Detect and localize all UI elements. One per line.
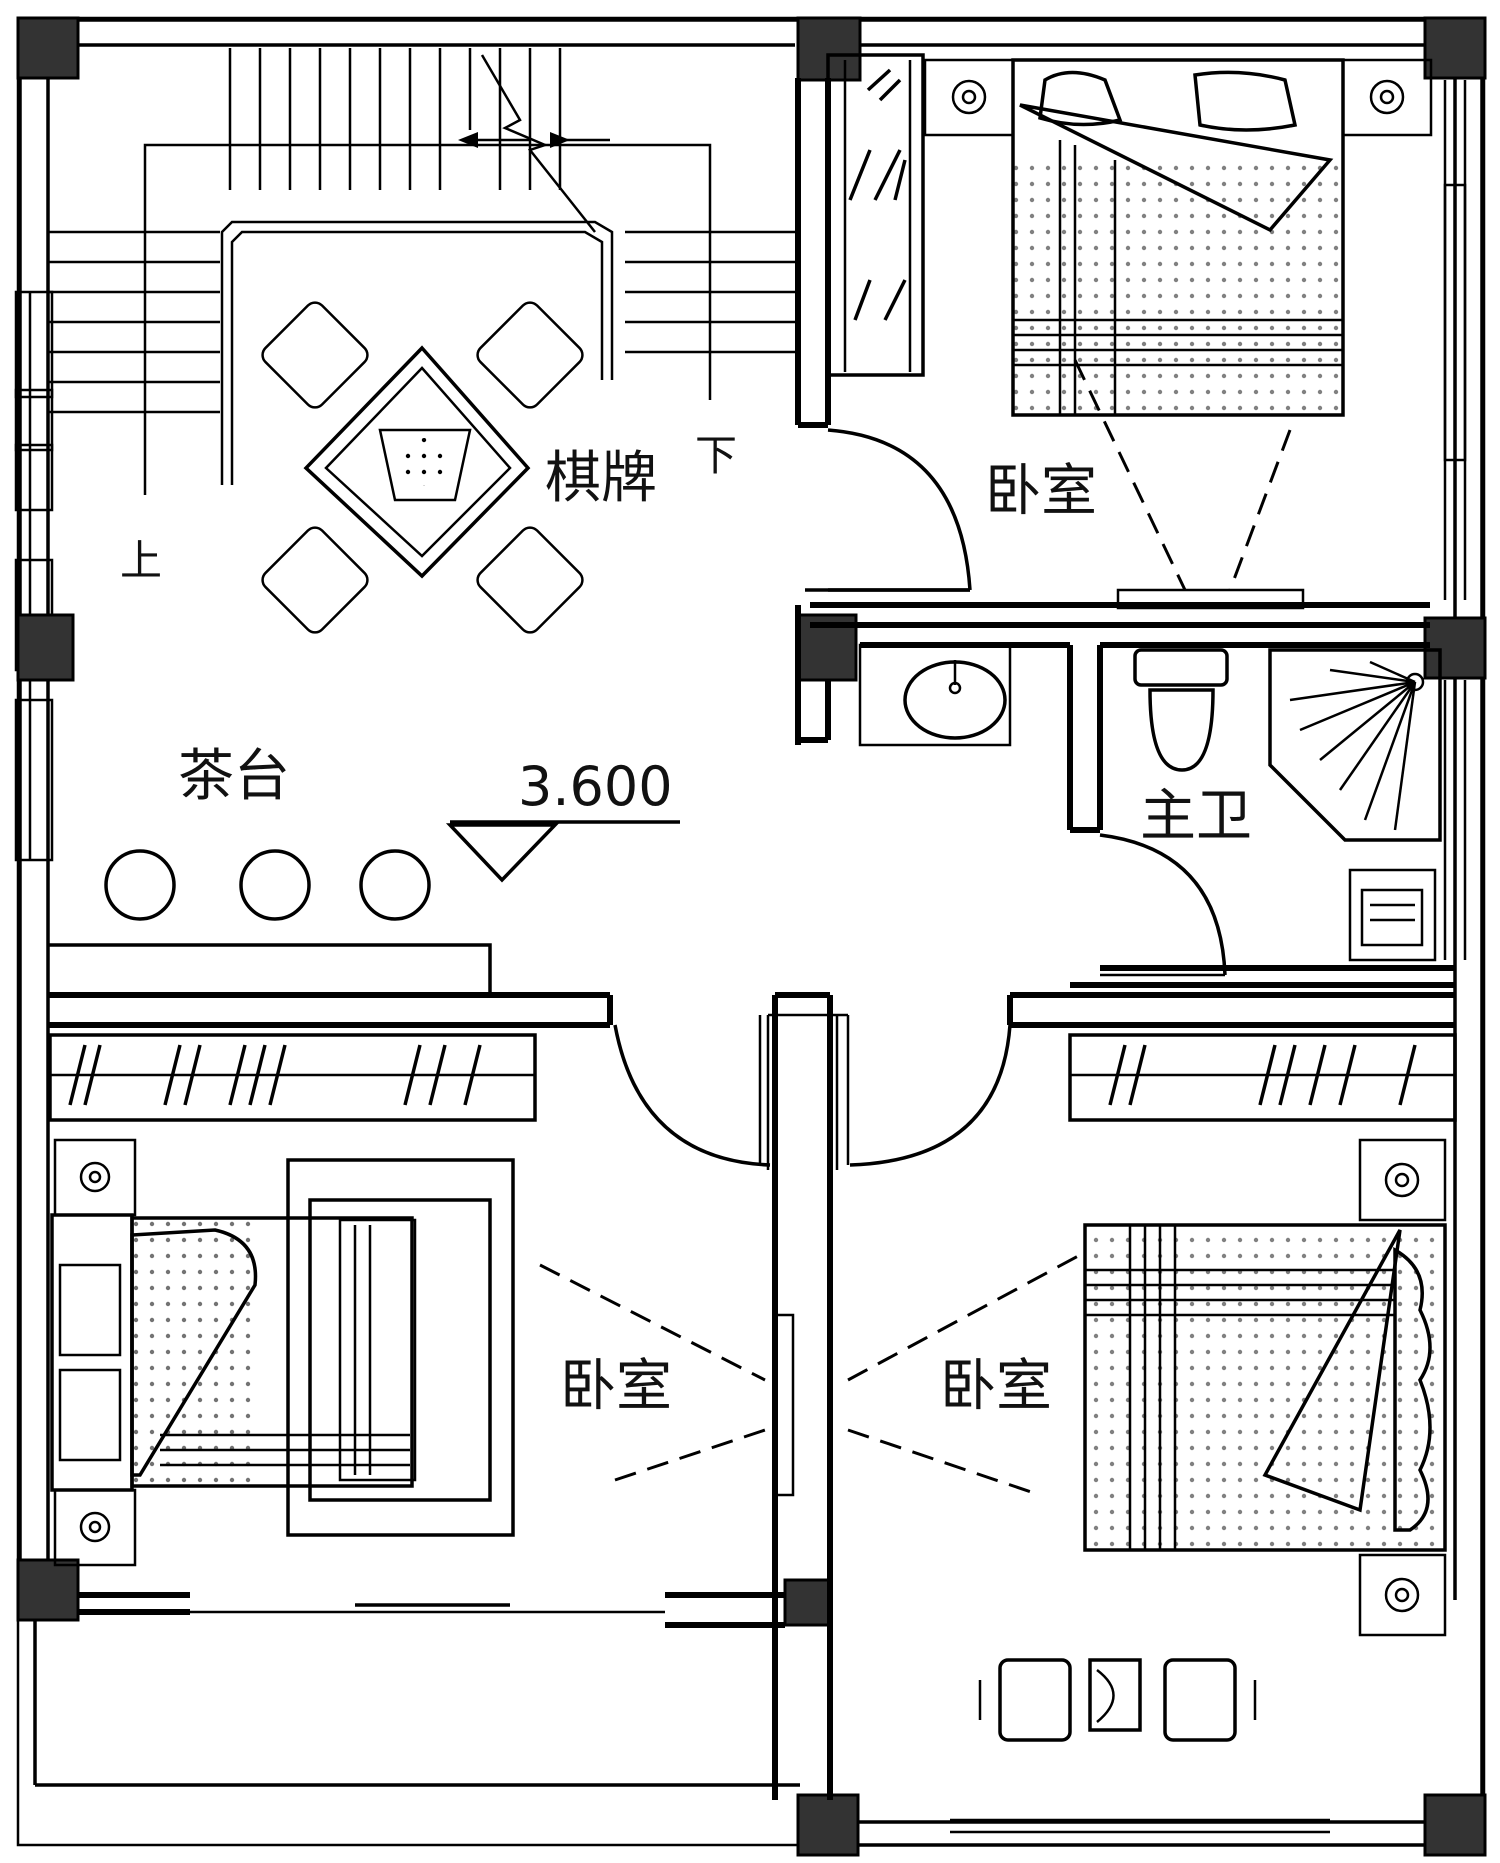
top-bedroom-label: 卧室 [985,459,1097,524]
stair-up-label: 上 [120,536,162,585]
tea-bar: 茶台 [48,744,492,995]
bottom-window [950,1818,1330,1834]
right-bedroom: 卧室 [847,1024,1457,1742]
left-bedroom: 卧室 [48,1024,795,1567]
chess-room-label: 棋牌 [545,446,657,511]
top-bedroom: 卧室 [826,53,1433,610]
elevation-label: 3.600 [518,755,673,818]
stair-down-label: 下 [695,431,737,480]
right-bedroom-label: 卧室 [940,1354,1052,1419]
master-bath-label: 主卫 [1140,784,1252,849]
exterior-walls [16,16,1486,1847]
staircase: 下 上 [48,48,798,585]
left-bedroom-label: 卧室 [560,1354,672,1419]
tea-bar-label: 茶台 [178,744,290,809]
master-bath: 主卫 [858,643,1442,977]
right-windows [1443,80,1467,960]
interior-walls [48,78,1455,1800]
chess-table [261,301,584,634]
elevation-marker: 3.600 [445,755,680,883]
left-windows [14,290,54,862]
columns [16,16,1487,1857]
